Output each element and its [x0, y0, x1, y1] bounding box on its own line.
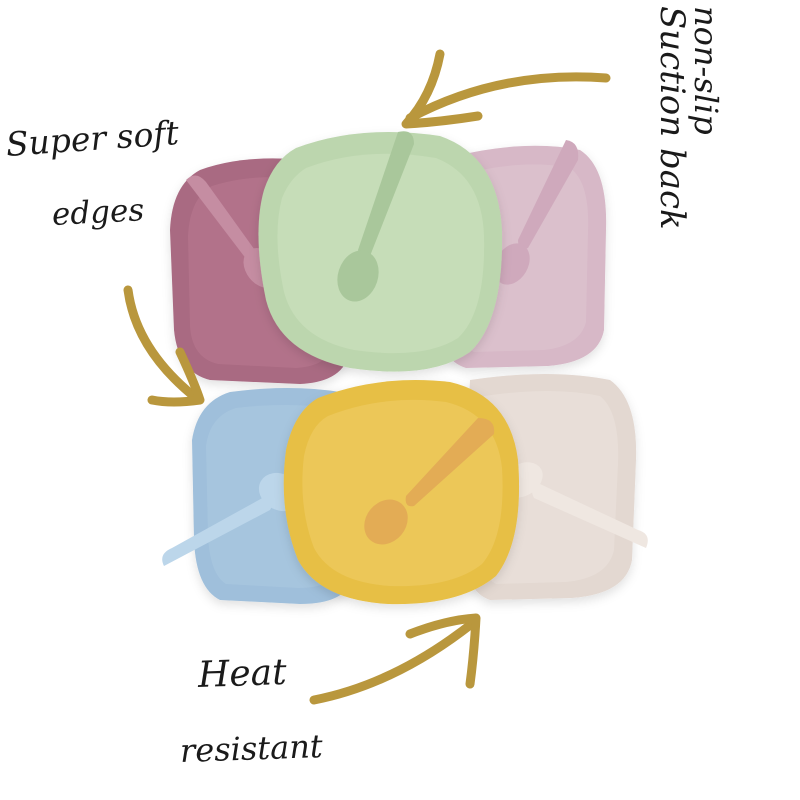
callout-non-slip-line1: non-slip	[687, 6, 725, 135]
callout-soft-edges-line2: edges	[51, 192, 146, 233]
callout-heat-resistant-line1: Heat	[197, 651, 288, 696]
arrow-top-icon	[401, 49, 611, 129]
arrow-bottom-icon	[309, 613, 481, 705]
callout-heat-resistant-line2: resistant	[179, 727, 324, 770]
spoon-sage	[337, 131, 414, 302]
spoon-lilac	[494, 140, 579, 285]
spoon-mustard	[364, 418, 495, 545]
callout-non-slip-line2: Suction back	[652, 6, 692, 230]
plate-sage	[258, 132, 503, 372]
plate-mustard	[283, 380, 520, 605]
arrow-left-icon	[123, 285, 205, 407]
